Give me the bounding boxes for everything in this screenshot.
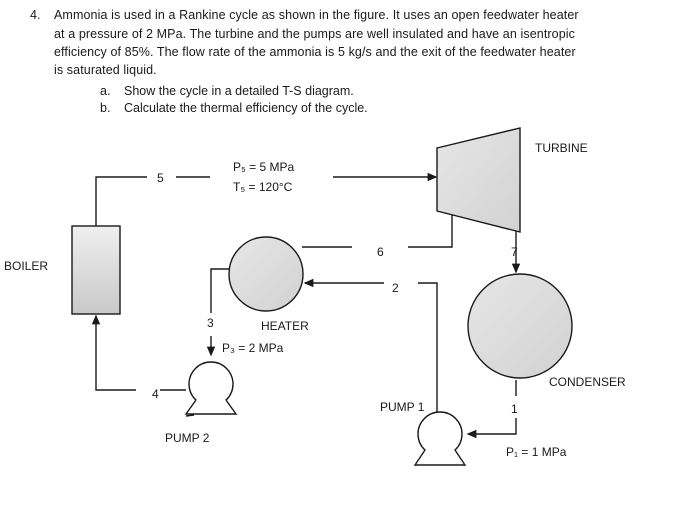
problem-number: 4. xyxy=(30,8,41,22)
state-label-5: 5 xyxy=(157,171,164,185)
heater-circle xyxy=(228,236,304,312)
state-label-2: 2 xyxy=(392,281,399,295)
part-a-letter: a. xyxy=(100,84,111,98)
part-b-text: Calculate the thermal efficiency of the … xyxy=(124,101,368,115)
pump1-label: PUMP 1 xyxy=(380,400,425,414)
problem-line-1: Ammonia is used in a Rankine cycle as sh… xyxy=(54,8,579,22)
turbine-label: TURBINE xyxy=(535,141,588,155)
state-5-temperature: T₅ = 120°C xyxy=(233,180,293,194)
state-label-4: 4 xyxy=(152,387,159,401)
problem-line-2: at a pressure of 2 MPa. The turbine and … xyxy=(54,27,575,41)
state-label-1: 1 xyxy=(511,402,518,416)
state-label-7: 7 xyxy=(511,245,518,259)
pipe-heater-to-3 xyxy=(210,268,232,313)
problem-line-4: is saturated liquid. xyxy=(54,63,157,77)
pump2-icon xyxy=(184,361,238,417)
turbine-shape xyxy=(436,127,521,233)
part-b-letter: b. xyxy=(100,101,111,115)
state-1-pressure: P₁ = 1 MPa xyxy=(506,445,567,459)
pipe-pump1-to-heater xyxy=(418,282,438,412)
boiler-box xyxy=(71,225,121,315)
pipe-turbine-6 xyxy=(408,207,453,248)
problem-line-3: efficiency of 85%. The flow rate of the … xyxy=(54,45,576,59)
part-a-text: Show the cycle in a detailed T-S diagram… xyxy=(124,84,354,98)
pump1-icon xyxy=(413,411,467,466)
condenser-label: CONDENSER xyxy=(549,375,626,389)
state-label-3: 3 xyxy=(207,316,214,330)
condenser-circle xyxy=(467,273,573,379)
heater-label: HEATER xyxy=(261,319,309,333)
state-label-6: 6 xyxy=(377,245,384,259)
pipe-4-to-boiler xyxy=(91,314,136,391)
pipe-1-to-pump1 xyxy=(466,418,517,439)
state-3-pressure: P₃ = 2 MPa xyxy=(222,341,284,355)
boiler-label: BOILER xyxy=(4,259,48,273)
pipe-boiler-to-5 xyxy=(95,176,147,226)
state-5-pressure: P₅ = 5 MPa xyxy=(233,160,295,174)
pump2-label: PUMP 2 xyxy=(165,431,210,445)
